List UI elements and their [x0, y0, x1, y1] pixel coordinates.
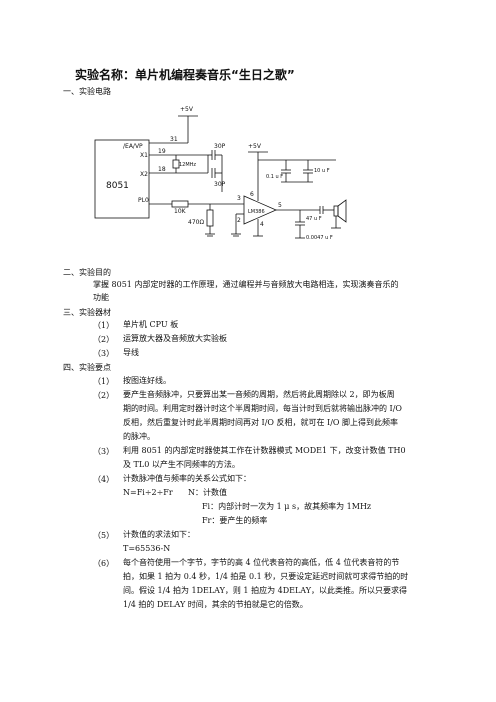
label-pin3: 3: [237, 195, 241, 202]
point-number: （1）: [93, 377, 115, 386]
point-number: （5）: [93, 531, 115, 540]
equipment-number: （3）: [93, 349, 115, 358]
formula-note: Fr：要产生的频率: [202, 516, 268, 525]
label-vcc-top: +5V: [180, 106, 194, 113]
label-pin2: 2: [237, 217, 241, 224]
label-cap-01: 0.1 u F: [266, 174, 283, 180]
lm386-symbol: [243, 195, 277, 225]
label-pin18: 18: [158, 166, 166, 173]
label-amp: LM386: [248, 209, 265, 215]
purpose-line-1: 掌握 8051 内部定时器的工作原理，通过编程并与音频放大电路相连，实现演奏音乐…: [93, 280, 399, 289]
formula-note: N：计数值: [188, 488, 227, 497]
point-text: 期的时间。利用定时器计时这个半周期时间，每当计时到后就将输出脉冲的 I/O: [123, 404, 402, 413]
point-text: 的脉冲。: [123, 432, 155, 441]
label-pin5: 5: [278, 202, 282, 209]
equipment-item: 运算放大器及音频放大实验板: [123, 334, 227, 343]
point-text: 计数值的求法如下：: [123, 530, 195, 539]
formula: T=65536-N: [123, 544, 171, 553]
point-text: 利用 8051 的内部定时器使其工作在计数器模式 MODE1 下，改变计数值 T…: [123, 446, 406, 455]
point-text: 1/4 拍的 DELAY 时间，其余的节拍就是它的倍数。: [123, 600, 308, 609]
label-r2: 470Ω: [188, 219, 204, 226]
point-text: 要产生音频脉冲，只要算出某一音频的周期，然后将此周期除以 2，即为板周: [123, 390, 395, 399]
point-text: 计数脉冲值与频率的关系公式如下：: [123, 474, 251, 483]
label-vcc-right: +5V: [248, 143, 262, 150]
point-number: （3）: [93, 447, 115, 456]
label-pin6: 6: [250, 191, 254, 198]
label-c2: 30P: [214, 181, 226, 188]
point-number: （6）: [93, 559, 115, 568]
label-crystal: 12MHz: [179, 162, 196, 168]
point-text: 间。假设 1/4 拍为 1DELAY，则 1 拍应为 4DELAY，以此类推。所…: [123, 586, 408, 595]
equipment-item: 单片机 CPU 板: [123, 320, 179, 329]
label-pin4: 4: [260, 221, 264, 228]
formula-note: Fi：内部计时一次为 1 μ s，故其频率为 1MHz: [202, 502, 372, 511]
point-text: 拍，如果 1 拍为 0.4 秒，1/4 拍是 0.1 秒，只要设定延迟时间就可求…: [123, 572, 409, 581]
label-c1: 30P: [214, 143, 226, 150]
mcu-box: [94, 139, 150, 219]
section-heading-points: 四、实验要点: [63, 363, 111, 372]
label-pin19: 19: [158, 148, 166, 155]
section-heading-equipment: 三、实验器材: [63, 308, 111, 317]
point-number: （2）: [93, 391, 115, 400]
purpose-line-2: 功能: [93, 293, 109, 302]
label-cap-10: 10 u F: [314, 168, 330, 174]
label-x2: X2: [140, 171, 148, 178]
section-heading-purpose: 二、实验目的: [63, 268, 111, 277]
equipment-number: （1）: [93, 321, 115, 330]
label-ea: /EA/VP: [123, 143, 143, 150]
label-cap-00047: 0.0047 u F: [306, 235, 333, 241]
label-cap-47: 47 u F: [306, 216, 322, 222]
label-pin31: 31: [170, 136, 178, 143]
section-heading-circuit: 一、实验电路: [63, 87, 111, 96]
resistor-470: [206, 209, 214, 227]
point-text: 每个音符使用一个字节，字节的高 4 位代表音符的高低，低 4 位代表音符的节: [123, 558, 400, 567]
page-title: 实验名称：单片机编程奏音乐“生日之歌”: [75, 68, 295, 82]
resistor-10k: [171, 200, 189, 208]
circuit-diagram: +5V +5V 31 19 18 /EA/VP X1 X2 8051 PL0 1…: [94, 106, 347, 241]
equipment-item: 导线: [123, 348, 139, 357]
point-text: 反相，然后重复计时此半周期时间再对 I/O 反相，就可在 I/O 脚上得到此频率: [123, 418, 398, 427]
label-x1: X1: [140, 152, 148, 159]
label-r1: 10K: [174, 208, 187, 215]
speaker-symbol: [333, 205, 339, 217]
point-number: （4）: [93, 475, 115, 484]
formula: N=Fi÷2÷Fr: [123, 488, 173, 497]
label-mcu: 8051: [106, 181, 129, 191]
equipment-number: （2）: [93, 335, 115, 344]
point-text: 按图连好线。: [123, 376, 171, 385]
label-pl0: PL0: [138, 197, 149, 204]
point-text: 及 TL0 以产生不同频率的方法。: [123, 460, 240, 469]
